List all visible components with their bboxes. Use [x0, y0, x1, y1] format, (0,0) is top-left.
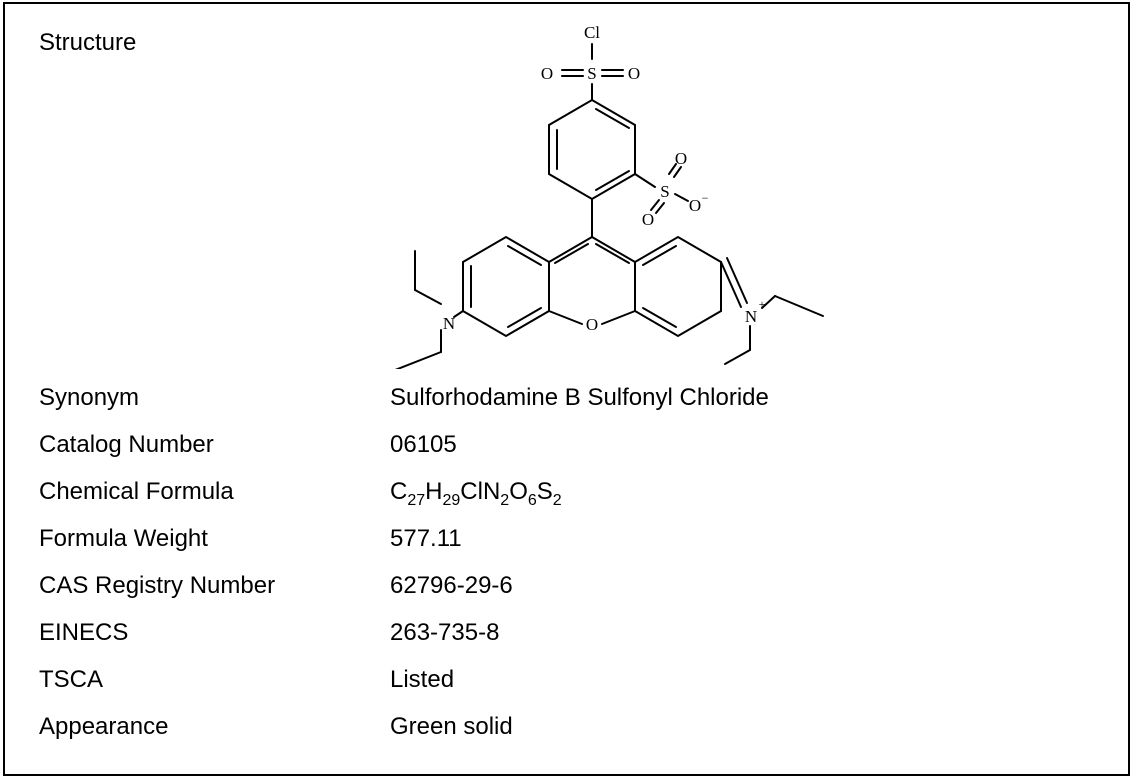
- einecs-label: EINECS: [39, 619, 129, 646]
- chlorine-atom: Cl: [584, 23, 600, 42]
- sulfur-atom-top: S: [587, 64, 596, 83]
- oxygen-atom-side-bottom: O: [642, 210, 654, 229]
- positive-charge: +: [759, 297, 766, 311]
- structure-label: Structure: [39, 29, 137, 56]
- appearance-value: Green solid: [390, 713, 513, 740]
- nitrogen-atom-left: N: [443, 314, 455, 333]
- catalog-number-value: 06105: [390, 431, 457, 458]
- formula-weight-label: Formula Weight: [39, 525, 208, 552]
- cas-registry-number-value: 62796-29-6: [390, 572, 513, 599]
- sulfur-atom-side: S: [660, 182, 669, 201]
- synonym-value: Sulforhodamine B Sulfonyl Chloride: [390, 384, 769, 411]
- oxygen-atom-top-right: O: [628, 64, 640, 83]
- appearance-label: Appearance: [39, 713, 169, 740]
- chemical-formula-label: Chemical Formula: [39, 478, 234, 505]
- tsca-value: Listed: [390, 666, 455, 693]
- einecs-value: 263-735-8: [390, 619, 500, 646]
- negative-charge: −: [702, 191, 709, 205]
- oxygen-atom-top-left: O: [541, 64, 553, 83]
- nitrogen-atom-right: N: [745, 307, 757, 326]
- oxygen-atom-sulfonate: O: [689, 196, 701, 215]
- catalog-number-label: Catalog Number: [39, 431, 214, 458]
- chemical-formula-value: C27H29ClN2O6S2: [390, 478, 562, 509]
- chemical-structure-diagram: Cl S O O S O O O − N O N +: [394, 23, 824, 369]
- cas-registry-number-label: CAS Registry Number: [39, 572, 276, 599]
- oxygen-atom-ring: O: [586, 315, 598, 334]
- synonym-label: Synonym: [39, 384, 140, 411]
- spec-table: Structure: [3, 2, 1130, 776]
- formula-weight-value: 577.11: [390, 525, 462, 552]
- tsca-label: TSCA: [39, 666, 104, 693]
- oxygen-atom-side-top: O: [675, 149, 687, 168]
